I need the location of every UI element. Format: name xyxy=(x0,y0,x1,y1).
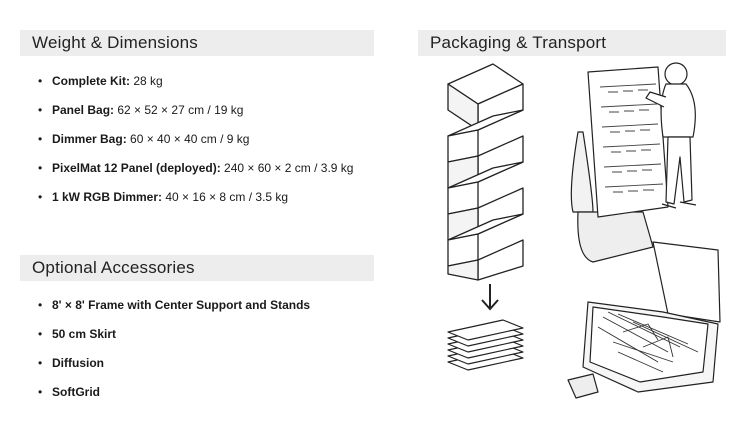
list-item: •Panel Bag: 62 × 52 × 27 cm / 19 kg xyxy=(38,103,244,117)
spec-label: Complete Kit: xyxy=(52,74,130,88)
open-bag-illustration xyxy=(567,241,721,399)
list-item: •Dimmer Bag: 60 × 40 × 40 cm / 9 kg xyxy=(38,132,250,146)
spec-label: PixelMat 12 Panel (deployed): xyxy=(52,161,221,175)
list-item: •50 cm Skirt xyxy=(38,327,117,341)
spec-value: 28 kg xyxy=(130,74,163,88)
spec-label: Dimmer Bag: xyxy=(52,132,127,146)
packaging-transport-title: Packaging & Transport xyxy=(430,33,607,52)
weight-dimensions-title: Weight & Dimensions xyxy=(32,33,198,52)
accessory-label: Diffusion xyxy=(52,356,104,370)
list-item: •PixelMat 12 Panel (deployed): 240 × 60 … xyxy=(38,161,354,175)
down-arrow-icon xyxy=(481,284,499,311)
list-item: •Diffusion xyxy=(38,356,104,370)
accessories-list: •8' × 8' Frame with Center Support and S… xyxy=(38,298,310,414)
person-unpacking-bag-illustration xyxy=(570,62,697,263)
optional-accessories-header: Optional Accessories xyxy=(20,255,374,281)
folding-panel-icon xyxy=(447,63,524,281)
weight-dimensions-header: Weight & Dimensions xyxy=(20,30,374,56)
spec-label: Panel Bag: xyxy=(52,103,115,117)
accessory-label: SoftGrid xyxy=(52,385,100,399)
spec-value: 62 × 52 × 27 cm / 19 kg xyxy=(114,103,244,117)
list-item: •SoftGrid xyxy=(38,385,100,399)
spec-value: 40 × 16 × 8 cm / 3.5 kg xyxy=(162,190,289,204)
folded-stack-icon xyxy=(447,319,524,371)
list-item: •8' × 8' Frame with Center Support and S… xyxy=(38,298,311,312)
spec-label: 1 kW RGB Dimmer: xyxy=(52,190,163,204)
weight-dimensions-list: •Complete Kit: 28 kg •Panel Bag: 62 × 52… xyxy=(38,74,353,219)
accessory-label: 50 cm Skirt xyxy=(52,327,117,341)
list-item: •1 kW RGB Dimmer: 40 × 16 × 8 cm / 3.5 k… xyxy=(38,190,289,204)
spec-value: 60 × 40 × 40 cm / 9 kg xyxy=(126,132,250,146)
accessory-label: 8' × 8' Frame with Center Support and St… xyxy=(52,298,311,312)
spec-value: 240 × 60 × 2 cm / 3.9 kg xyxy=(220,161,354,175)
optional-accessories-title: Optional Accessories xyxy=(32,258,195,277)
list-item: •Complete Kit: 28 kg xyxy=(38,74,163,88)
packaging-illustrations xyxy=(447,62,721,399)
packaging-transport-header: Packaging & Transport xyxy=(418,30,726,56)
